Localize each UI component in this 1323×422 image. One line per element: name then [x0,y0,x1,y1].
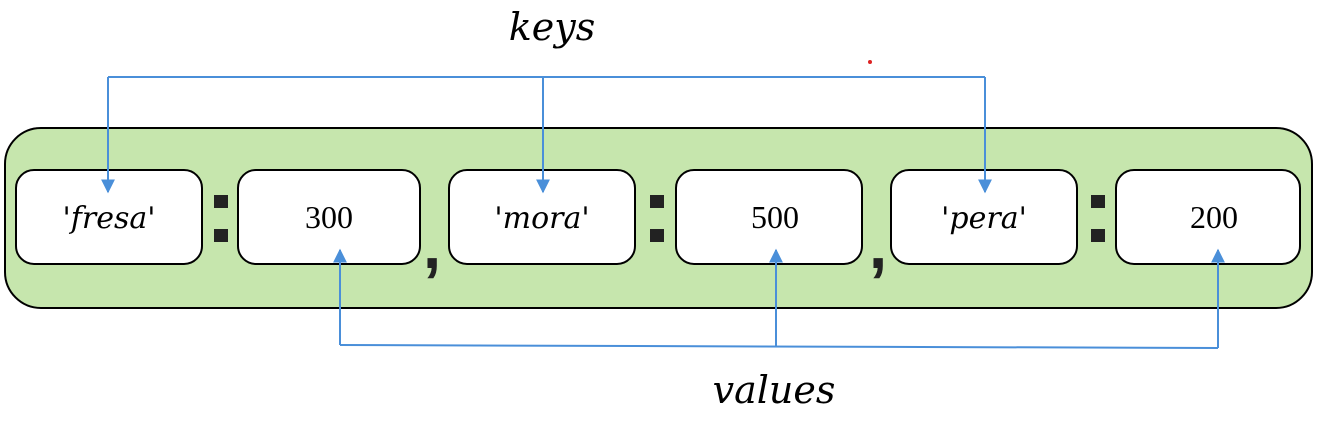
value-300: 300 [305,199,353,235]
colon-dot-top-1 [214,195,228,208]
value-500: 500 [751,199,799,235]
keys-label: keys [509,5,595,49]
key-pera: 'pera' [941,201,1027,236]
colon-dot-bottom-1 [214,229,228,242]
comma-1: , [423,208,441,282]
values-label: values [713,368,836,412]
value-box-200 [1115,169,1301,265]
values-bracket-line [339,344,1219,349]
comma-2: , [869,208,887,282]
colon-dot-top-3 [1091,195,1105,208]
value-200: 200 [1190,199,1238,235]
key-mora: 'mora' [494,201,589,236]
key-fresa: 'fresa' [63,201,156,236]
value-box-300 [237,169,421,265]
colon-dot-bottom-3 [1091,229,1105,242]
colon-dot-top-2 [650,195,664,208]
red-dot [868,60,872,64]
colon-dot-bottom-2 [650,229,664,242]
value-box-500 [675,169,863,265]
